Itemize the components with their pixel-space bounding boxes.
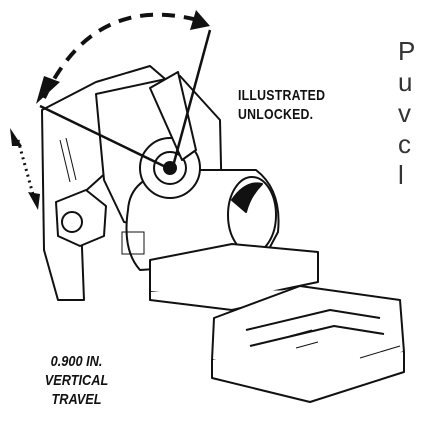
travel-line-1: 0.900 IN.: [50, 353, 103, 370]
unlocked-callout: ILLUSTRATED UNLOCKED.: [238, 87, 326, 123]
travel-line-2: VERTICAL: [44, 372, 109, 389]
lever-pointer-line-icon: [39, 29, 212, 172]
vertical-travel-callout: 0.900 IN. VERTICAL TRAVEL: [34, 352, 119, 409]
body-text-fragment: P u v c l: [398, 36, 416, 190]
vertical-travel-arrow-icon: [10, 128, 40, 210]
rotation-arc-arrow-icon: [36, 10, 210, 104]
travel-line-3: TRAVEL: [51, 391, 102, 408]
